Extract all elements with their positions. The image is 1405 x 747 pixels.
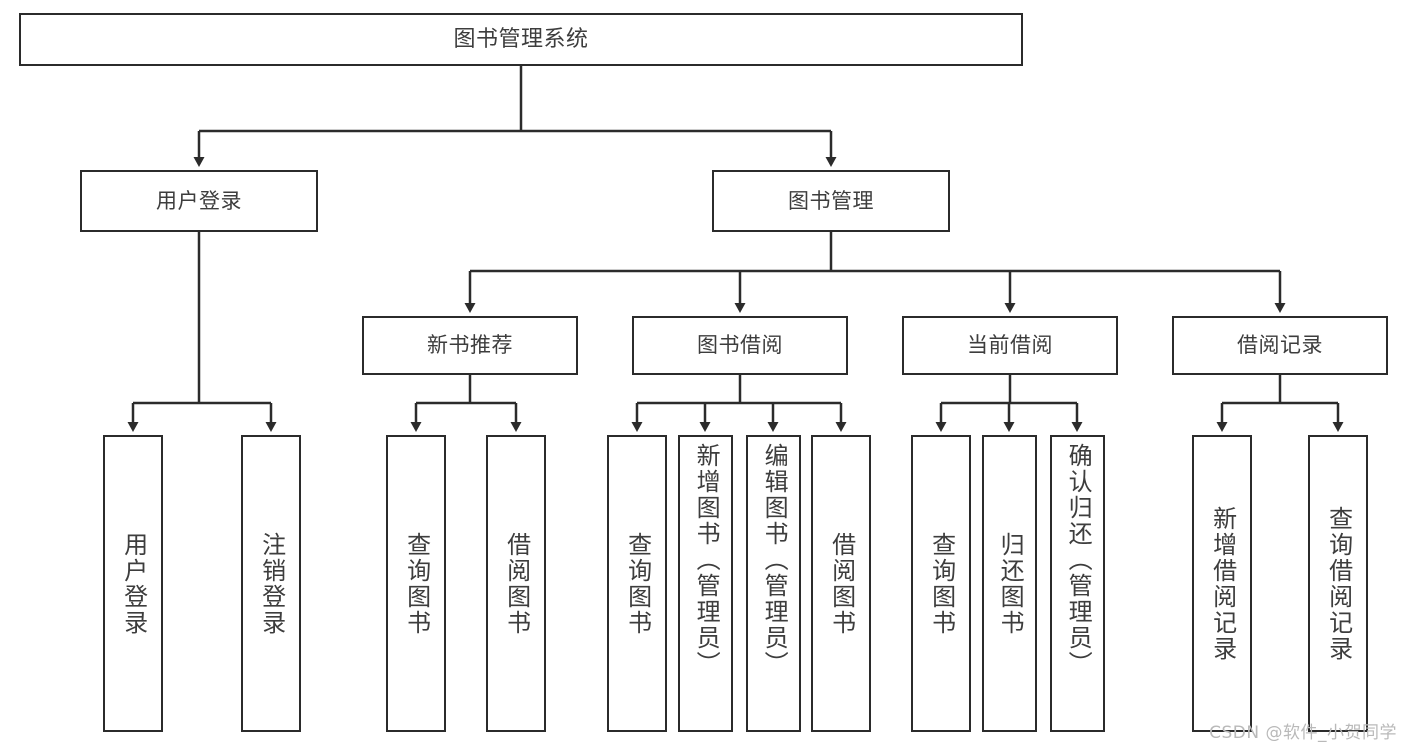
leaf-user-login-login-label: 用户登录	[119, 531, 148, 636]
leaf-book-borrow-borrow[interactable]: 借阅图书	[811, 435, 871, 732]
leaf-book-borrow-borrow-label: 借阅图书	[827, 531, 856, 636]
node-book-management[interactable]: 图书管理	[712, 170, 950, 232]
node-book-borrow-label: 图书借阅	[697, 333, 783, 357]
node-borrow-record-label: 借阅记录	[1237, 333, 1323, 357]
leaf-book-borrow-query-label: 查询图书	[623, 531, 652, 636]
watermark-text: CSDN @软件_小贺同学	[1209, 723, 1397, 743]
leaf-new-book-borrow-label: 借阅图书	[502, 531, 531, 636]
node-current-borrow-label: 当前借阅	[967, 333, 1053, 357]
leaf-book-borrow-add[interactable]: 新增图书（管理员）	[678, 435, 733, 732]
leaf-user-login-logout[interactable]: 注销登录	[241, 435, 301, 732]
leaf-book-borrow-query[interactable]: 查询图书	[607, 435, 667, 732]
node-borrow-record[interactable]: 借阅记录	[1172, 316, 1388, 375]
node-new-book-recommend[interactable]: 新书推荐	[362, 316, 578, 375]
leaf-user-login-login[interactable]: 用户登录	[103, 435, 163, 732]
node-book-management-label: 图书管理	[788, 188, 874, 213]
leaf-current-borrow-return-label: 归还图书	[996, 531, 1025, 636]
leaf-borrow-record-query-label: 查询借阅记录	[1324, 505, 1353, 662]
leaf-new-book-borrow[interactable]: 借阅图书	[486, 435, 546, 732]
leaf-current-borrow-query[interactable]: 查询图书	[911, 435, 971, 732]
node-root-label: 图书管理系统	[453, 26, 589, 52]
node-new-book-recommend-label: 新书推荐	[427, 333, 513, 357]
leaf-borrow-record-query[interactable]: 查询借阅记录	[1308, 435, 1368, 732]
leaf-book-borrow-edit[interactable]: 编辑图书（管理员）	[746, 435, 801, 732]
leaf-new-book-query[interactable]: 查询图书	[386, 435, 446, 732]
node-user-login-label: 用户登录	[156, 188, 242, 213]
leaf-current-borrow-confirm-label: 确认归还（管理员）	[1064, 443, 1093, 677]
node-book-borrow[interactable]: 图书借阅	[632, 316, 848, 375]
leaf-current-borrow-confirm[interactable]: 确认归还（管理员）	[1050, 435, 1105, 732]
node-user-login[interactable]: 用户登录	[80, 170, 318, 232]
leaf-book-borrow-edit-label: 编辑图书（管理员）	[760, 443, 789, 677]
leaf-borrow-record-add-label: 新增借阅记录	[1208, 505, 1237, 662]
node-root[interactable]: 图书管理系统	[19, 13, 1023, 66]
leaf-new-book-query-label: 查询图书	[402, 531, 431, 636]
leaf-user-login-logout-label: 注销登录	[257, 531, 286, 636]
leaf-current-borrow-query-label: 查询图书	[927, 531, 956, 636]
leaf-book-borrow-add-label: 新增图书（管理员）	[692, 443, 721, 677]
leaf-current-borrow-return[interactable]: 归还图书	[982, 435, 1037, 732]
leaf-borrow-record-add[interactable]: 新增借阅记录	[1192, 435, 1252, 732]
node-current-borrow[interactable]: 当前借阅	[902, 316, 1118, 375]
